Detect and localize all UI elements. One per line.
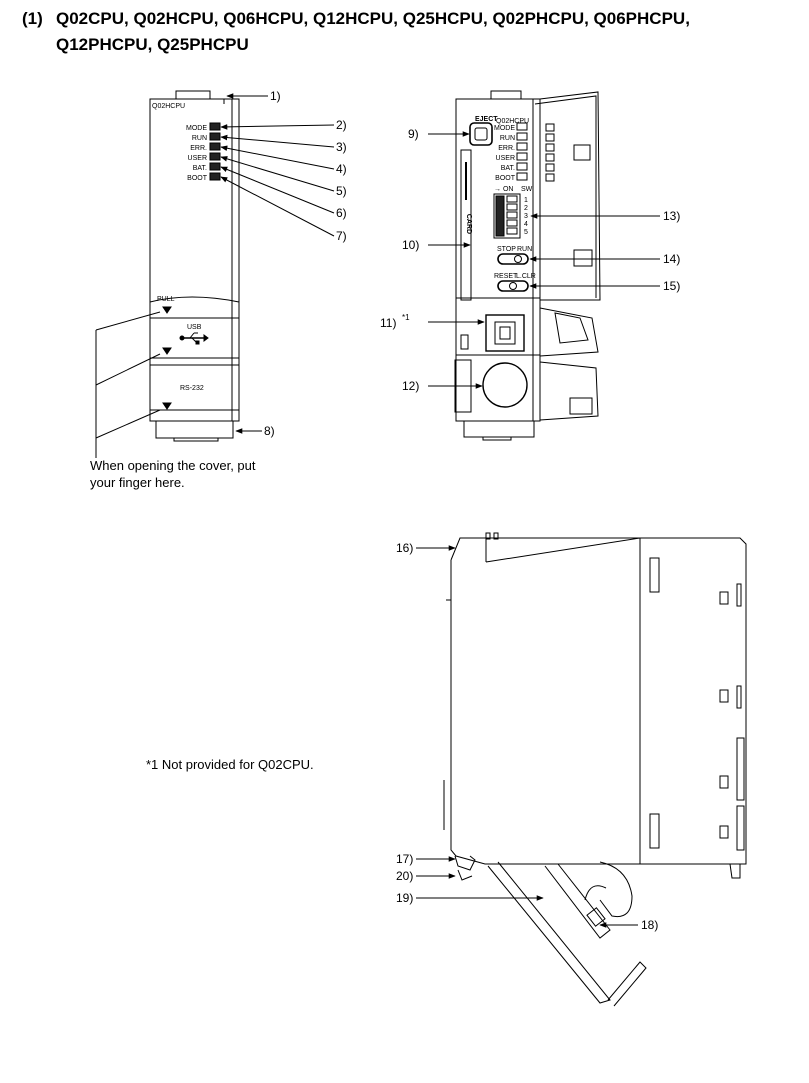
rs232-label: RS-232 [180,385,204,392]
run-label: RUN [517,246,532,253]
page-heading: (1) Q02CPU, Q02HCPU, Q06HCPU, Q12HCPU, Q2… [22,6,802,58]
dip-sw-label: SW [521,186,533,193]
callout-18: 18) [641,918,658,932]
pull-triangle-3 [162,402,172,410]
card-slot [460,149,472,301]
dip-number-2: 2 [524,205,528,212]
open-led-label-mode: MODE [494,125,515,132]
callout-5: 5) [336,184,347,198]
callout-14: 14) [663,252,680,266]
battery [482,362,528,408]
front-led-label-err: ERR. [190,145,207,152]
callout-17: 17) [396,852,413,866]
dip-number-1: 1 [524,197,528,204]
callout-8: 8) [264,424,275,438]
front-model-label: Q02HCPU [152,103,185,110]
side-cable-loop [599,861,633,918]
cover-top-edge [149,296,240,303]
callout-13: 13) [663,209,680,223]
callout-4: 4) [336,162,347,176]
card-label: CARD [465,214,472,234]
callout-15: 15) [663,279,680,293]
callout-6: 6) [336,206,347,220]
dip-switches [493,193,521,239]
bottom-hook [155,420,234,439]
footnote: *1 Not provided for Q02CPU. [146,757,314,772]
open-cover-middle [539,307,599,357]
callout-10: 10) [402,238,419,252]
lclr-label: L.CLR [516,273,536,280]
pull-triangle-1 [162,306,172,314]
callout-16: 16) [396,541,413,555]
callout-12: 12) [402,379,419,393]
callout-11: 11) [380,316,396,330]
front-panel [149,98,240,422]
heading-line-1: Q02CPU, Q02HCPU, Q06HCPU, Q12HCPU, Q25HC… [56,9,690,28]
open-led-label-bat: BAT. [501,165,515,172]
finger-note-line-1: When opening the cover, put [90,458,256,473]
eject-button [469,122,493,146]
side-open-cover [487,861,611,1004]
front-led-indicators [209,122,221,181]
usb-label: USB [187,324,202,331]
front-led-label-run: RUN [192,135,207,142]
open-cover-upper [539,91,601,301]
open-cover-lower [539,361,599,421]
stop-label: STOP [497,246,516,253]
open-led-label-boot: BOOT [495,175,516,182]
front-view [149,90,240,442]
usb-icon [179,332,209,345]
front-led-label-boot: BOOT [187,175,208,182]
callout-20: 20) [396,869,413,883]
front-led-label-mode: MODE [186,125,207,132]
front-led-label-bat: BAT. [193,165,207,172]
pull-triangle-2 [162,347,172,355]
usb-connector [485,314,525,352]
reset-lclr-switch [497,280,529,292]
front-view-leaders [95,93,335,458]
heading-number: (1) [22,9,43,28]
top-hook [175,90,211,100]
eject-label: EJECT [475,116,498,123]
open-view [454,90,601,441]
callout-2: 2) [336,118,347,132]
heading-line-2: Q12PHCPU, Q25PHCPU [56,35,249,54]
pull-label: PULL [157,296,175,303]
open-led-label-user: USER [496,155,515,162]
open-led-label-err: ERR. [498,145,515,152]
run-stop-switch [497,253,529,265]
dip-on-label: → ON [494,186,513,193]
cover-led-windows [545,123,555,182]
open-model-label: Q02HCPU [496,118,529,125]
callout-9: 9) [408,127,419,141]
dip-number-4: 4 [524,221,528,228]
side-slot-lower [649,813,660,849]
open-view-leaders [428,131,660,389]
side-view-leaders [416,545,638,928]
callout-3: 3) [336,140,347,154]
front-led-label-user: USER [188,155,207,162]
callout-19: 19) [396,891,413,905]
finger-note-line-2: your finger here. [90,475,185,490]
open-led-indicators [516,122,528,181]
open-led-label-run: RUN [500,135,515,142]
callout-7: 7) [336,229,347,243]
side-view [443,532,747,1007]
callout-1: 1) [270,89,281,103]
side-body [450,537,747,865]
callout-11-footnote-mark: *1 [402,313,410,322]
dip-number-3: 3 [524,213,528,220]
reset-label: RESET [494,273,518,280]
side-slot-upper [649,557,660,593]
dip-number-5: 5 [524,229,528,236]
